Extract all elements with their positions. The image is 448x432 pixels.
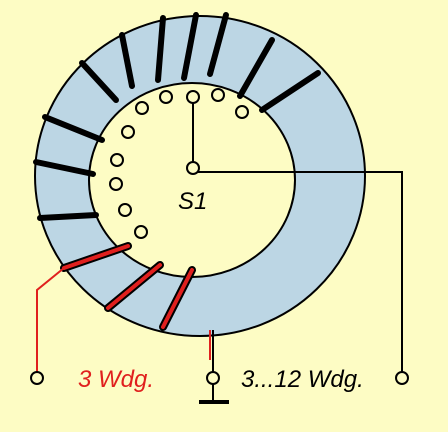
- primary-terminal: [30, 371, 44, 385]
- switch-label: S1: [178, 188, 207, 215]
- tap-terminal-6: [110, 153, 124, 167]
- winding-6: [42, 114, 105, 143]
- primary-windings: [60, 242, 196, 331]
- tap-terminals: [109, 88, 249, 239]
- tap-terminal-9: [134, 225, 148, 239]
- winding-5: [79, 60, 119, 103]
- tap-terminal-8: [118, 203, 132, 217]
- switch-wires: [192, 103, 403, 404]
- output-terminals: [30, 371, 409, 385]
- primary-lead-wire: [36, 267, 65, 372]
- tap-terminal-4: [135, 101, 149, 115]
- winding-2: [181, 12, 199, 81]
- switch-pivot: [186, 161, 200, 175]
- tap-terminal-1: [211, 88, 225, 102]
- winding-1: [207, 12, 229, 77]
- winding-4: [119, 32, 135, 89]
- winding-10: [259, 70, 321, 113]
- winding-9: [237, 37, 275, 99]
- primary-winding-label: 3 Wdg.: [78, 366, 154, 393]
- tap-terminal-2: [186, 90, 200, 104]
- winding-7: [33, 159, 96, 177]
- primary-winding-2: [106, 263, 162, 310]
- secondary-windings: [33, 12, 321, 221]
- tap-terminal-3: [159, 90, 173, 104]
- secondary-terminal: [395, 371, 409, 385]
- winding-3: [155, 15, 166, 83]
- secondary-output-wire: [193, 171, 403, 372]
- primary-winding-1: [62, 244, 130, 270]
- tap-terminal-10: [235, 105, 249, 119]
- tap-terminal-7: [109, 177, 123, 191]
- winding-8: [37, 212, 99, 221]
- secondary-winding-label: 3...12 Wdg.: [241, 366, 364, 393]
- primary-winding-3: [161, 268, 194, 329]
- tap-terminal-5: [121, 125, 135, 139]
- ground-terminal: [206, 371, 220, 385]
